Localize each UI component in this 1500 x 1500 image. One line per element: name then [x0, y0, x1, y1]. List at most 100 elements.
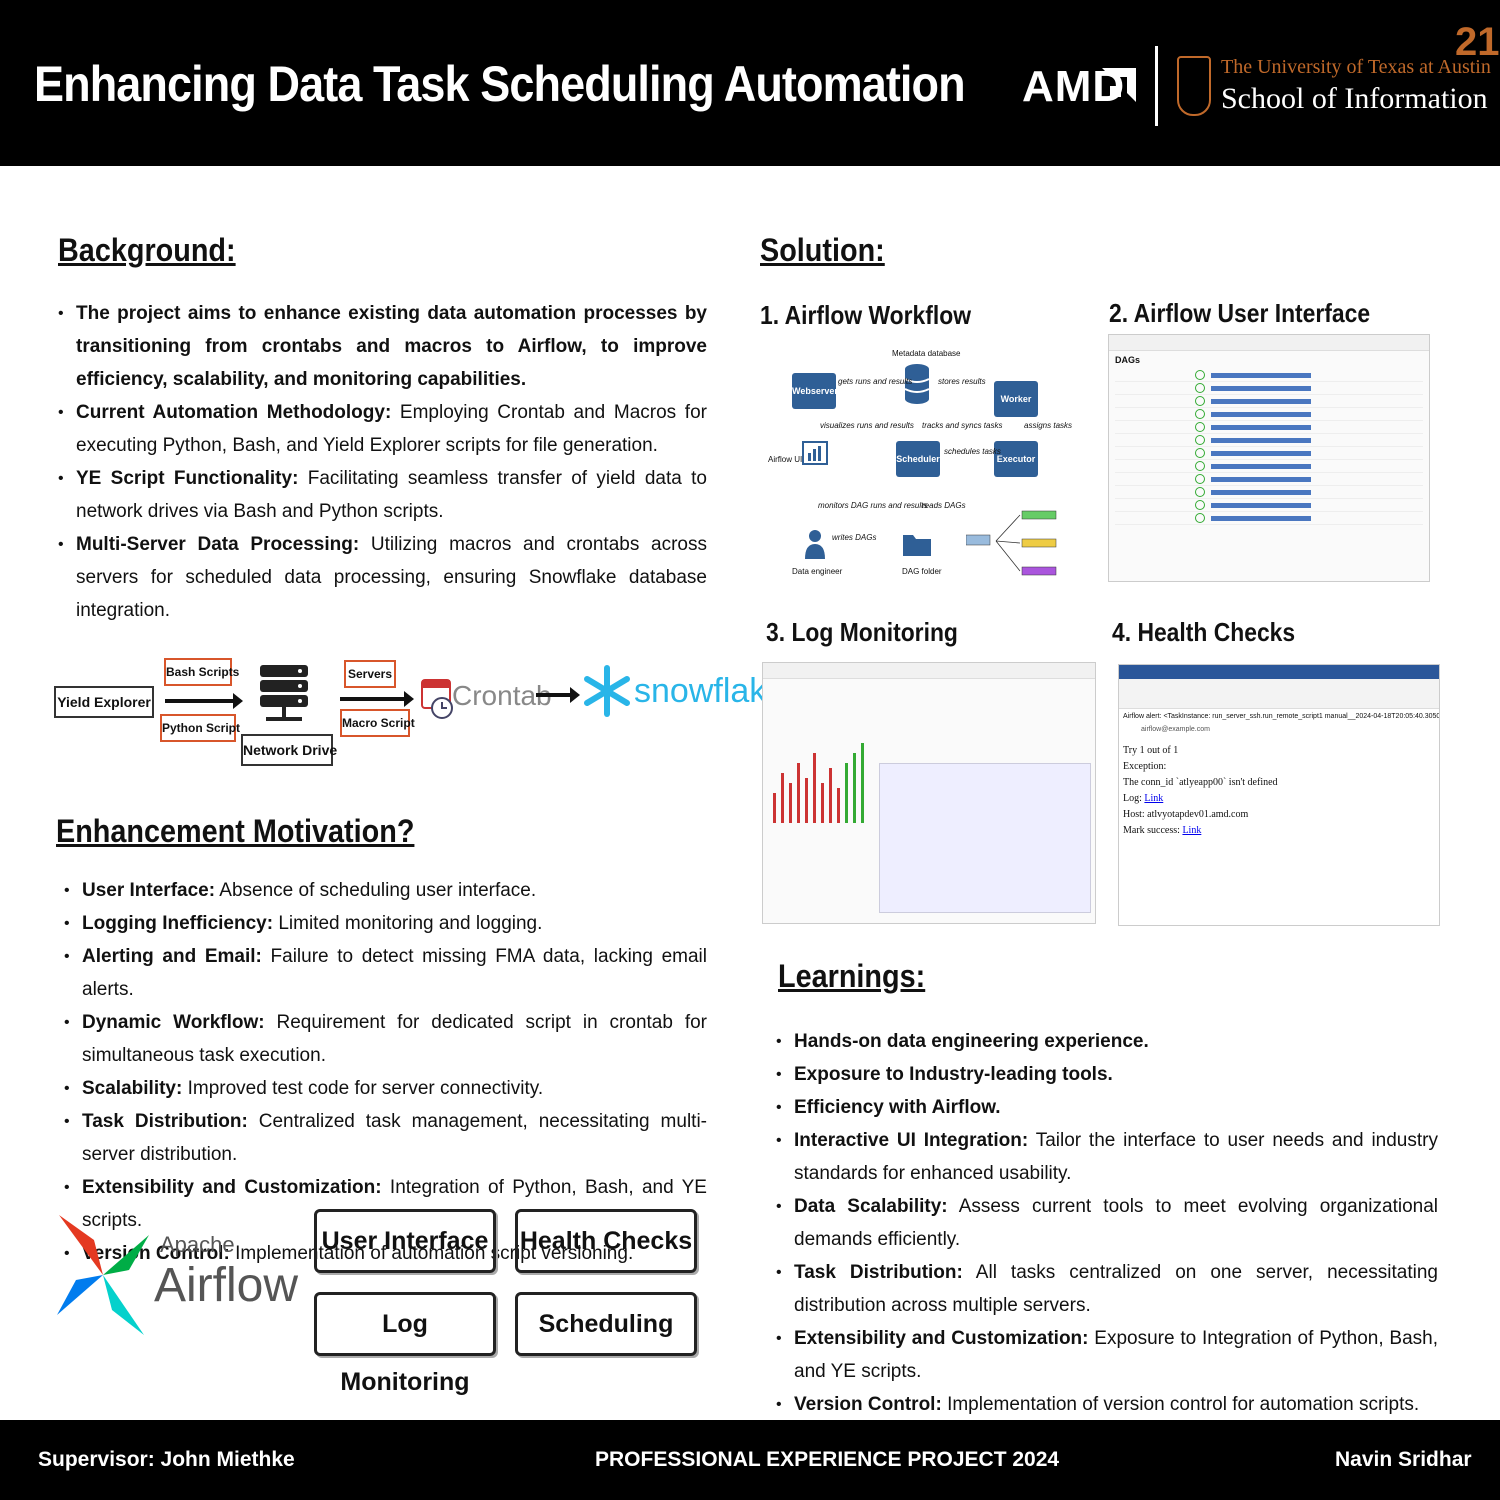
snowflake-icon	[584, 665, 630, 717]
schedules-label: schedules tasks	[944, 447, 1001, 456]
list-item: Efficiency with Airflow.	[776, 1091, 1438, 1124]
flow-arrow	[165, 693, 243, 709]
ut-seal-icon	[1177, 56, 1211, 116]
assigns-label: assigns tasks	[1024, 421, 1073, 430]
python-script-box: Python Script	[160, 714, 240, 742]
feature-user-interface: User Interface	[314, 1209, 496, 1273]
tracks-label: tracks and syncs tasks	[922, 421, 1003, 430]
log-text-panel	[879, 763, 1091, 913]
chart-icon	[802, 441, 828, 465]
project-label: PROFESSIONAL EXPERIENCE PROJECT 2024	[595, 1448, 1060, 1471]
list-item: Interactive UI Integration: Tailor the i…	[776, 1124, 1438, 1190]
feature-log-monitoring: Log Monitoring	[314, 1292, 496, 1396]
scheduler-node: Scheduler	[896, 441, 940, 477]
network-drive-box: Network Drive	[241, 734, 337, 766]
ui-subheading: 2. Airflow User Interface	[1109, 298, 1371, 328]
workflow-subheading: 1. Airflow Workflow	[760, 300, 972, 330]
poster-title: Enhancing Data Task Scheduling Automatio…	[34, 56, 966, 112]
list-item: YE Script Functionality: Facilitating se…	[58, 462, 707, 528]
airflow-ui-screenshot: DAGs	[1108, 334, 1430, 582]
email-try: Try 1 out of 1	[1123, 745, 1179, 756]
list-item: Data Scalability: Assess current tools t…	[776, 1190, 1438, 1256]
list-item: Hands-on data engineering experience.	[776, 1025, 1438, 1058]
airflow-label: Airflow	[154, 1259, 299, 1312]
calendar-clock-icon	[421, 679, 453, 719]
email-log-line: Log: Link	[1123, 793, 1164, 804]
list-item: Current Automation Methodology: Employin…	[58, 396, 707, 462]
dag-folder-label: DAG folder	[902, 567, 942, 576]
list-item: User Interface: Absence of scheduling us…	[64, 874, 707, 907]
email-conn: The conn_id `atlyeapp00` isn't defined	[1123, 777, 1278, 788]
log-monitoring-screenshot	[762, 662, 1096, 924]
servers-box: Servers	[344, 660, 396, 688]
list-item: Scalability: Improved test code for serv…	[64, 1072, 707, 1105]
poster-footer: Supervisor: John Miethke PROFESSIONAL EX…	[0, 1420, 1500, 1500]
bash-scripts-box: Bash Scripts	[164, 658, 239, 686]
poster-header: Enhancing Data Task Scheduling Automatio…	[0, 0, 1500, 166]
monitors-label: monitors DAG runs and results	[818, 501, 928, 510]
background-list: The project aims to enhance existing dat…	[58, 297, 707, 627]
motivation-heading: Enhancement Motivation?	[56, 813, 415, 849]
reads-label: reads DAGs	[922, 501, 966, 510]
webserver-node: Webserver	[792, 373, 838, 409]
list-item: Task Distribution: Centralized task mana…	[64, 1105, 707, 1171]
log-subheading: 3. Log Monitoring	[766, 617, 958, 647]
database-icon	[904, 364, 930, 404]
supervisor-label: Supervisor: John Miethke	[38, 1448, 295, 1471]
airflow-pinwheel-icon	[57, 1215, 149, 1335]
list-item: Multi-Server Data Processing: Utilizing …	[58, 528, 707, 627]
amd-arrow-icon	[1102, 68, 1136, 102]
feature-scheduling: Scheduling	[515, 1292, 697, 1356]
person-icon	[805, 530, 825, 559]
list-item: The project aims to enhance existing dat…	[58, 297, 707, 396]
list-item: Extensibility and Customization: Integra…	[64, 1171, 707, 1237]
list-item: Extensibility and Customization: Exposur…	[776, 1322, 1438, 1388]
ui-topbar	[1109, 335, 1429, 351]
airflow-ui-label: Airflow UI	[768, 455, 803, 464]
email-host: Host: atlvyotapdev01.amd.com	[1123, 809, 1249, 820]
email-titlebar	[1119, 665, 1439, 679]
header-divider	[1155, 46, 1158, 126]
school-name: School of Information	[1221, 82, 1488, 115]
list-item: Exposure to Industry-leading tools.	[776, 1058, 1438, 1091]
list-item: Alerting and Email: Failure to detect mi…	[64, 940, 707, 1006]
visualizes-label: visualizes runs and results	[820, 421, 914, 430]
email-sender: airflow@example.com	[1141, 726, 1210, 733]
log-topbar	[763, 663, 1095, 679]
queue-diagram-icon	[966, 510, 1057, 576]
run-bars-chart	[773, 743, 864, 823]
solution-heading: Solution:	[760, 232, 885, 268]
flow-arrow	[340, 691, 414, 707]
metadata-label: Metadata database	[892, 349, 961, 358]
learnings-heading: Learnings:	[778, 958, 926, 994]
airflow-workflow-diagram: Metadata database Webserver Worker Sched…	[762, 345, 1087, 590]
email-exception: Exception:	[1123, 761, 1167, 772]
mark-success-link[interactable]: Link	[1182, 825, 1202, 836]
health-subheading: 4. Health Checks	[1112, 617, 1296, 647]
motivation-list: User Interface: Absence of scheduling us…	[64, 874, 707, 1270]
log-link[interactable]: Link	[1144, 793, 1164, 804]
apache-label: Apache	[160, 1232, 235, 1257]
yield-explorer-box: Yield Explorer	[54, 686, 154, 718]
author-label: Navin Sridhar	[1335, 1448, 1472, 1471]
data-engineer-label: Data engineer	[792, 567, 843, 576]
list-item: Logging Inefficiency: Limited monitoring…	[64, 907, 707, 940]
stores-results-label: stores results	[938, 377, 986, 386]
health-check-email: Airflow alert: <TaskInstance: run_server…	[1118, 664, 1440, 926]
list-item: Dynamic Workflow: Requirement for dedica…	[64, 1006, 707, 1072]
list-item: Task Distribution: All tasks centralized…	[776, 1256, 1438, 1322]
feature-health-checks: Health Checks	[515, 1209, 697, 1273]
email-ribbon	[1119, 679, 1439, 709]
list-item: Version Control: Implementation of autom…	[64, 1237, 707, 1270]
writes-label: writes DAGs	[832, 533, 877, 542]
folder-icon	[903, 535, 931, 556]
snowflake-label: snowflake	[634, 672, 786, 710]
worker-node: Worker	[994, 381, 1038, 417]
crontab-label: Crontab	[452, 680, 552, 711]
flow-arrow	[536, 687, 580, 703]
macro-script-box: Macro Script	[340, 709, 415, 737]
executor-node: Executor	[994, 441, 1038, 477]
learnings-list: Hands-on data engineering experience. Ex…	[776, 1025, 1438, 1421]
email-mark-line: Mark success: Link	[1123, 825, 1202, 836]
server-icon	[260, 665, 308, 721]
